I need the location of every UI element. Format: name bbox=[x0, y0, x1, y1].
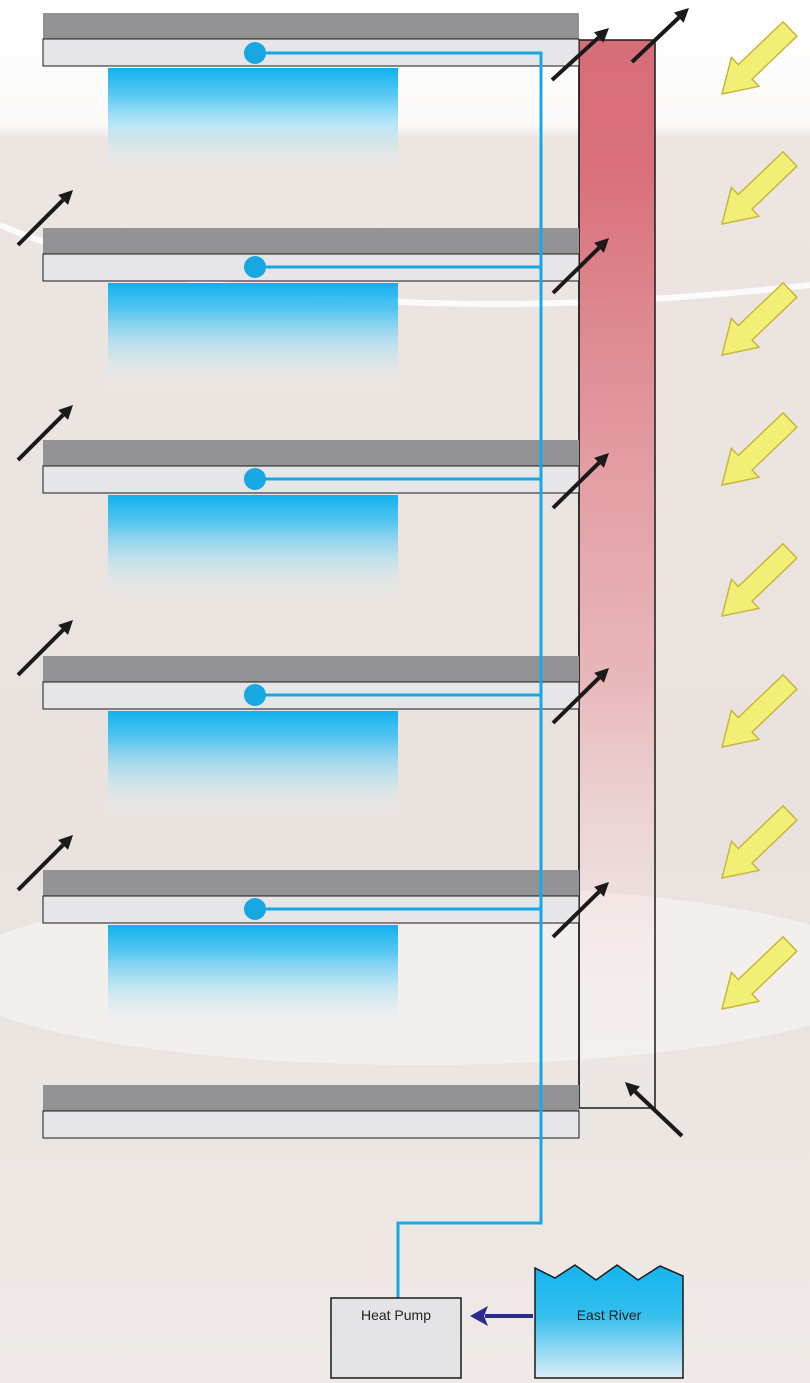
pipe-manifold-node bbox=[244, 898, 266, 920]
floor-slab-ceiling bbox=[43, 1111, 579, 1138]
pipe-manifold-node bbox=[244, 468, 266, 490]
floor-slab-top bbox=[43, 13, 579, 39]
floor-slab-top bbox=[43, 228, 579, 254]
heat-pump-label: Heat Pump bbox=[331, 1307, 461, 1323]
floor-slab-top bbox=[43, 656, 579, 682]
radiant-cooling-zone bbox=[108, 495, 398, 605]
floor-slab-top bbox=[43, 440, 579, 466]
pipe-manifold-node bbox=[244, 256, 266, 278]
radiant-cooling-zone bbox=[108, 68, 398, 178]
radiant-cooling-zone bbox=[108, 711, 398, 821]
pipe-manifold-node bbox=[244, 684, 266, 706]
east-river-label: East River bbox=[535, 1307, 683, 1323]
floor-slab-top bbox=[43, 870, 579, 896]
floor-slab-top bbox=[43, 1085, 579, 1111]
radiant-cooling-zone bbox=[108, 925, 398, 1035]
double-facade-cavity bbox=[579, 40, 655, 1108]
pipe-manifold-node bbox=[244, 42, 266, 64]
radiant-cooling-zone bbox=[108, 283, 398, 393]
